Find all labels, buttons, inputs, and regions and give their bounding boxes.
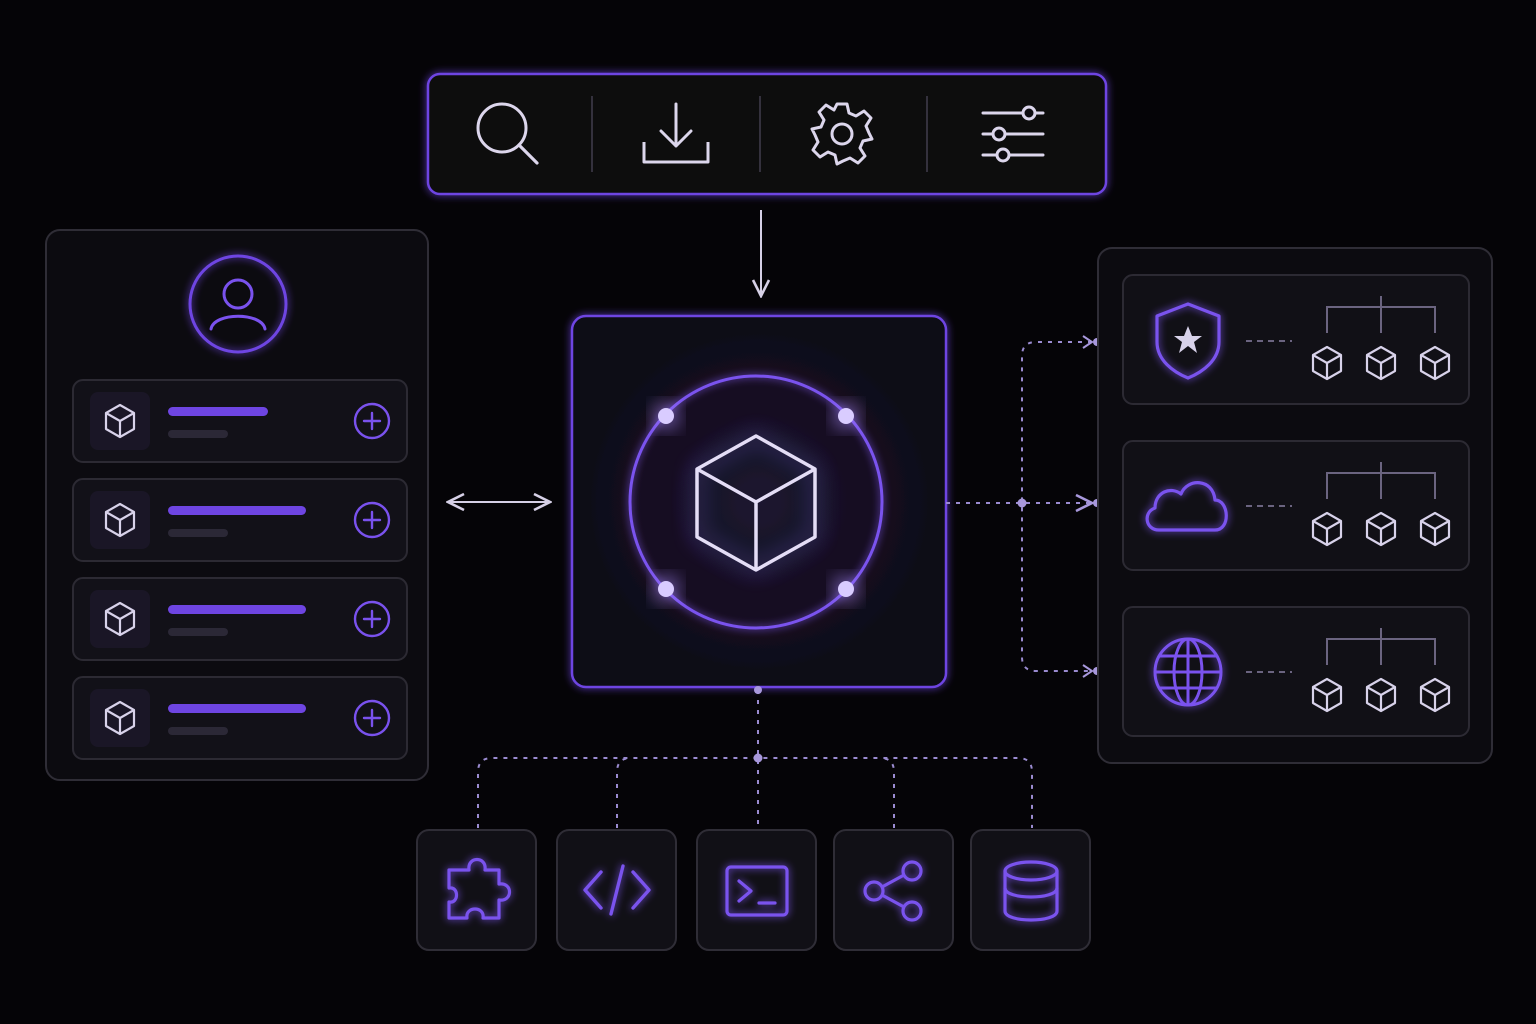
- service-row[interactable]: [1122, 440, 1470, 571]
- hierarchy-connector: [1326, 296, 1436, 333]
- service-row[interactable]: [1122, 606, 1470, 737]
- services-arrowheads: [1017, 335, 1101, 678]
- cloud-icon: [1145, 481, 1228, 532]
- user-panel: [45, 229, 429, 781]
- item-subtitle-bar: [168, 529, 228, 537]
- puzzle-tool[interactable]: [416, 829, 537, 951]
- item-title-bar: [168, 704, 306, 713]
- item-title-bar: [168, 506, 306, 515]
- ring-node: [656, 579, 676, 599]
- gear-icon[interactable]: [810, 102, 874, 166]
- hierarchy-connector: [1326, 462, 1436, 499]
- list-item[interactable]: [72, 379, 408, 463]
- share-tool[interactable]: [833, 829, 954, 951]
- code-icon: [583, 864, 651, 916]
- share-icon: [863, 860, 923, 922]
- user-icon[interactable]: [188, 254, 288, 354]
- hierarchy-connector: [1326, 628, 1436, 665]
- terminal-icon: [725, 865, 789, 917]
- item-subtitle-bar: [168, 430, 228, 438]
- ring-node: [836, 579, 856, 599]
- globe-icon: [1153, 637, 1223, 707]
- database-tool[interactable]: [970, 829, 1091, 951]
- ring-node: [656, 406, 676, 426]
- services-connector: [946, 341, 1092, 672]
- code-tool[interactable]: [556, 829, 677, 951]
- item-title-bar: [168, 605, 306, 614]
- list-item[interactable]: [72, 478, 408, 562]
- bottom-tools: [416, 829, 1091, 951]
- core-node[interactable]: [570, 314, 948, 689]
- search-icon[interactable]: [476, 102, 539, 165]
- ring-node: [836, 406, 856, 426]
- item-subtitle-bar: [168, 727, 228, 735]
- service-row[interactable]: [1122, 274, 1470, 405]
- terminal-tool[interactable]: [696, 829, 817, 951]
- list-item[interactable]: [72, 676, 408, 760]
- database-icon: [1003, 860, 1059, 922]
- puzzle-icon: [447, 857, 512, 920]
- download-icon[interactable]: [642, 102, 710, 164]
- toolbar: [426, 72, 1108, 196]
- list-item[interactable]: [72, 577, 408, 661]
- shield-star-icon: [1155, 302, 1221, 380]
- item-title-bar: [168, 407, 268, 416]
- item-subtitle-bar: [168, 628, 228, 636]
- cube-icon: [693, 432, 819, 574]
- services-panel: [1097, 247, 1493, 764]
- sliders-icon[interactable]: [981, 105, 1045, 163]
